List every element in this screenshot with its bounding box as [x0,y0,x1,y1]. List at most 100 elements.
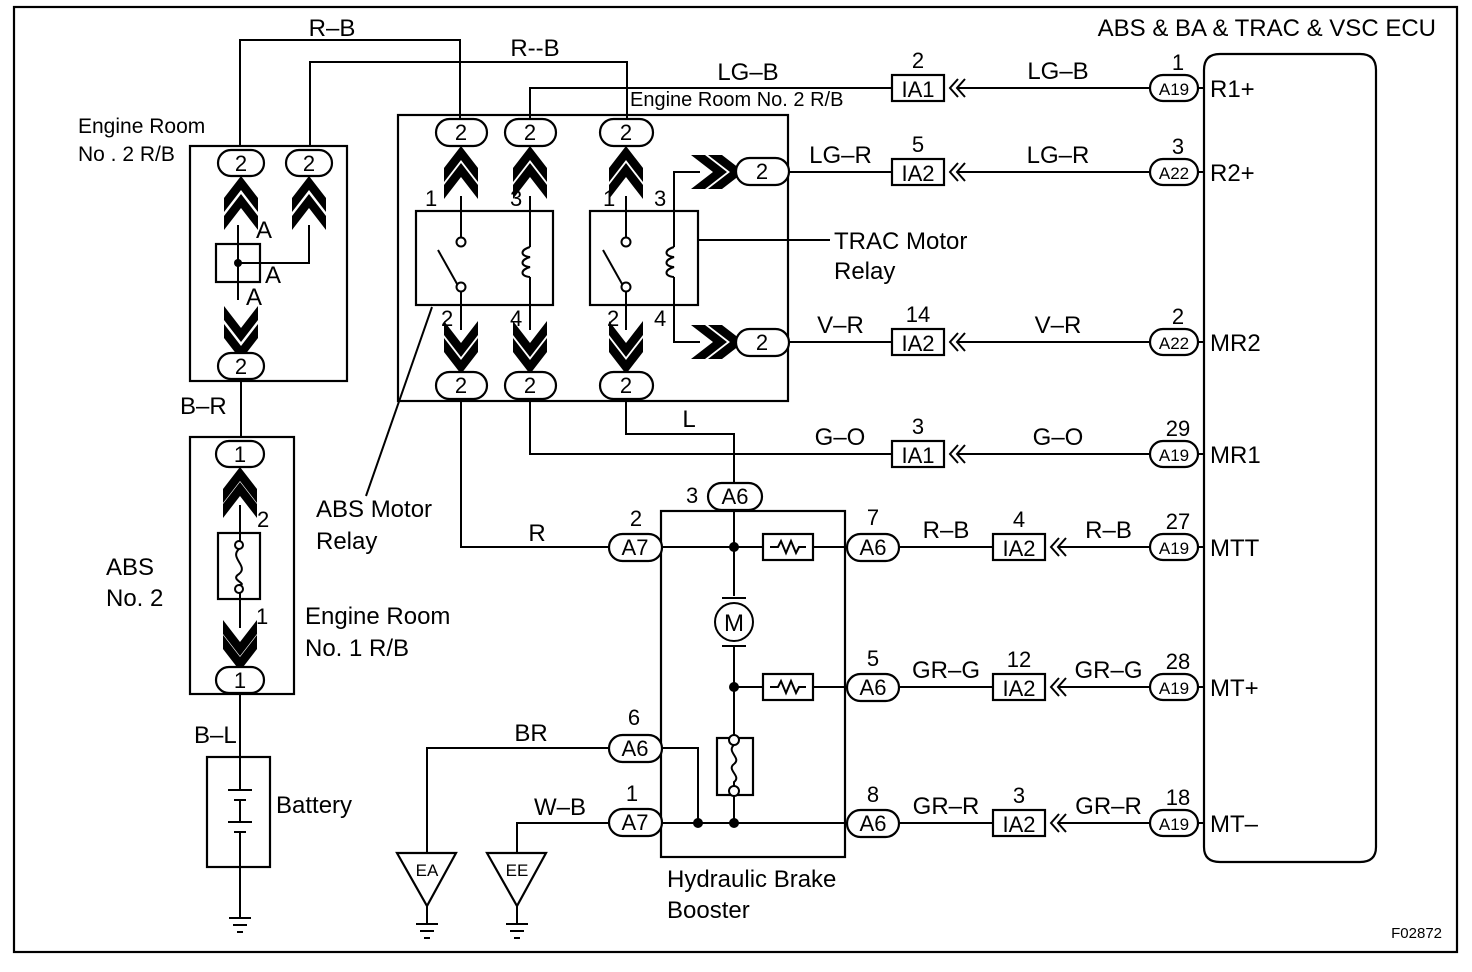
relay-top-conn-1: 2 [434,117,489,148]
ecu-connector-label: A22 [1159,164,1189,183]
ground-ea: EA [395,851,458,939]
ecu-terminal-name: MR2 [1210,330,1261,357]
hydraulic-brake-booster-box [659,509,847,859]
motor-label: M [724,610,744,637]
source-wire-label: GR–G [912,657,980,684]
joint-chevron [1049,537,1067,557]
ecu-pin-number: 2 [1172,304,1184,329]
figure-id: F02872 [1391,925,1442,942]
svg-text:A6: A6 [860,811,887,836]
ecu-pin-number: 18 [1166,785,1190,810]
ecu-connector-label: A19 [1159,679,1189,698]
wire-lgb-to-relay [529,87,892,120]
svg-text:1: 1 [626,781,638,806]
relay-bottom-conn-3: 2 [598,370,655,401]
fuse-element [235,548,243,586]
source-wire-label: V–R [817,312,864,339]
joint-pin: 5 [912,132,924,157]
wire-go-relay [529,399,892,455]
ecu-wire-label: LG–R [1027,142,1090,169]
battery-ground [229,867,251,933]
wire-rb-top-label: R–B [309,15,356,42]
svg-text:3: 3 [654,186,666,211]
relay-right-conn-1: 2 [734,156,791,187]
engine-room-2-top-label: Engine Room No. 2 R/B [630,89,843,111]
svg-text:2: 2 [455,373,467,398]
relay-right-conn-2: 2 [734,327,791,358]
svg-text:1: 1 [425,186,437,211]
svg-text:8: 8 [867,782,879,807]
booster-conn-a6-top: A6 [706,481,764,512]
left-top-conn-2: 2 [284,148,334,178]
ecu-pin-number: 29 [1166,416,1190,441]
ecu-wire-label: G–O [1033,424,1084,451]
trac-relay-coil [665,246,675,278]
ecu-terminal-name: R1+ [1210,76,1255,103]
joint-chevron [948,444,966,464]
source-wire-label: G–O [815,424,866,451]
wire-br-ground [426,747,609,853]
booster-label: Hydraulic Brake [667,866,836,893]
wire-l-label: L [682,406,695,433]
abs-relay-coil [521,246,531,278]
joint-pin: 12 [1007,647,1031,672]
abs-motor-relay-label-2: Relay [316,528,377,555]
svg-text:2: 2 [524,373,536,398]
ecu-wire-label: R–B [1085,517,1132,544]
er1-pin-1: 1 [256,604,268,629]
joint-chevron [948,162,966,182]
wire-rb-second [309,61,628,146]
svg-text:EA: EA [416,861,439,880]
ecu-connector-label: A19 [1159,539,1189,558]
svg-text:EE: EE [506,861,529,880]
joint-chevron [948,78,966,98]
joint-label: IA2 [1002,536,1035,561]
ecu-pin-number: 1 [1172,50,1184,75]
junction-a-3: A [246,284,262,311]
ecu-pin-number: 28 [1166,649,1190,674]
svg-text:A6: A6 [860,535,887,560]
er1-bottom-conn: 1 [214,665,266,695]
wire-r-label: R [528,520,545,547]
motor-symbol [714,602,754,642]
junction-a-2: A [265,262,281,289]
battery-label: Battery [276,792,352,819]
ecu-connector-label: A19 [1159,815,1189,834]
svg-text:2: 2 [235,354,247,379]
svg-text:2: 2 [303,151,315,176]
booster-conn-a6-mtt: A6 [845,532,901,563]
wire-br-engine-label: B–R [180,393,227,420]
trac-motor-relay-box [588,209,700,307]
joint-chevron [1049,813,1067,833]
svg-text:7: 7 [867,505,879,530]
ground-ee: EE [485,851,548,939]
er1-pin-2: 2 [257,507,269,532]
joint-chevron [1049,677,1067,697]
engine-room-1-label-2: No. 1 R/B [305,635,409,662]
joint-pin: 2 [912,48,924,73]
svg-text:2: 2 [630,506,642,531]
trac-motor-relay-label-2: Relay [834,258,895,285]
joint-connector [991,808,1047,838]
svg-text:2: 2 [620,373,632,398]
joint-pin: 14 [906,302,930,327]
ecu-wire-label: GR–R [1075,793,1142,820]
ecu-terminal-name: MR1 [1210,442,1261,469]
relay-top-conn-3: 2 [598,117,655,148]
battery-box [205,755,272,869]
wire-r-booster [460,399,609,548]
ecu-terminal-name: MT– [1210,811,1259,838]
abs-no2-label-2: No. 2 [106,585,163,612]
svg-text:1: 1 [234,668,246,693]
svg-text:2: 2 [524,120,536,145]
svg-text:A6: A6 [622,736,649,761]
joint-pin: 4 [1013,507,1025,532]
joint-connector [890,157,946,187]
svg-text:2: 2 [235,151,247,176]
